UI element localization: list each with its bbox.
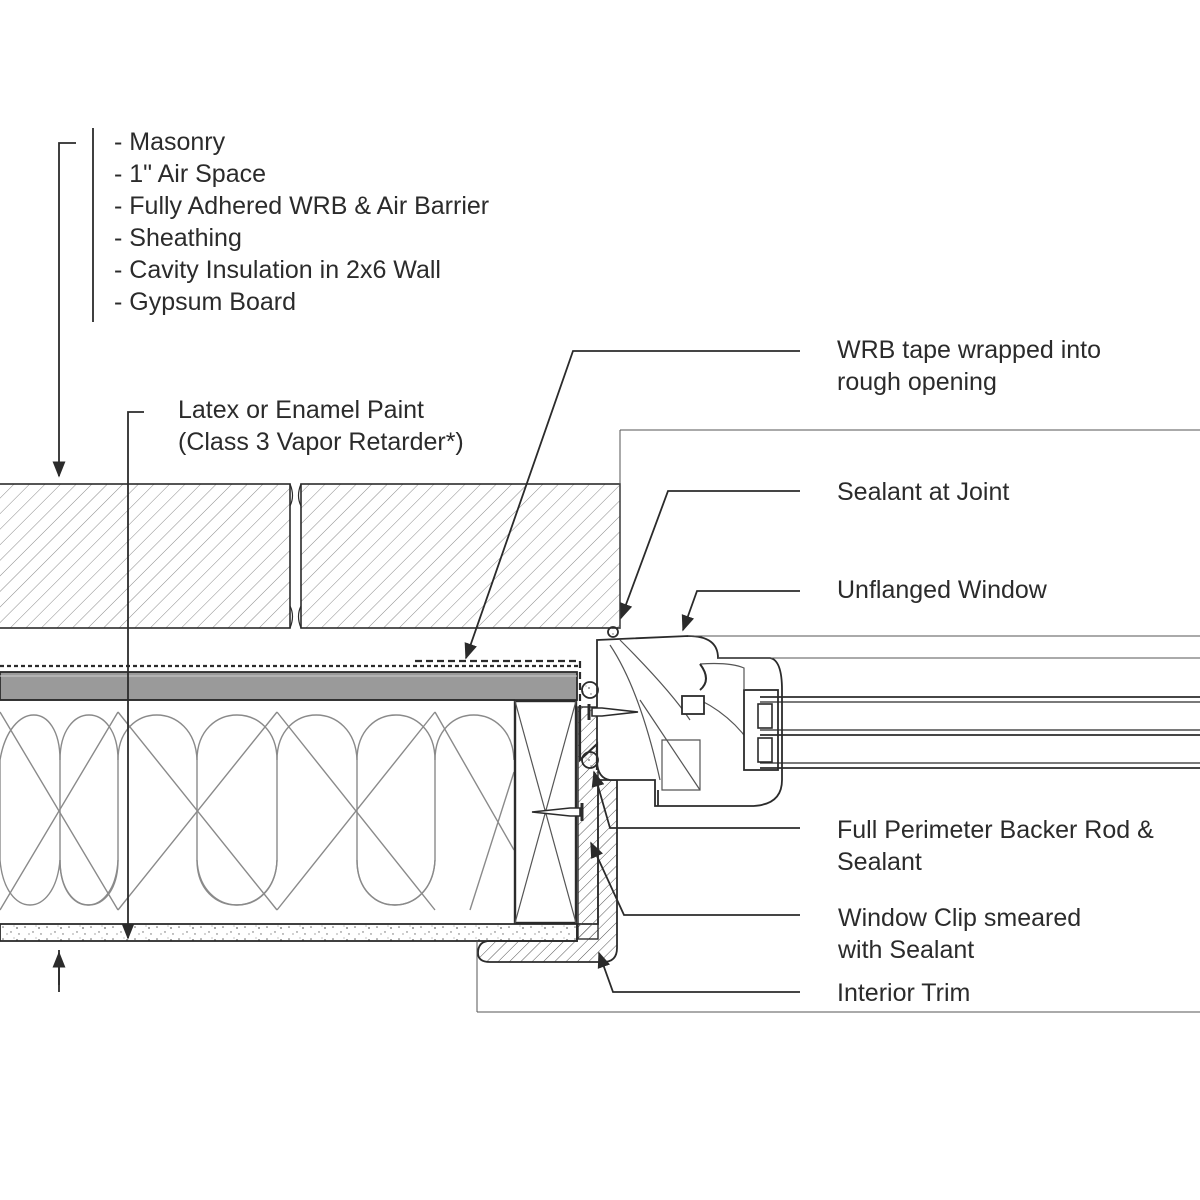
callout-interior-trim-line-1: Interior Trim bbox=[837, 979, 971, 1007]
paint-label: Latex or Enamel Paint (Class 3 Vapor Ret… bbox=[178, 394, 464, 458]
assembly-line-sheathing: - Sheathing bbox=[114, 224, 242, 252]
window-frame bbox=[596, 635, 783, 807]
sheathing bbox=[0, 671, 578, 701]
callout-window-clip-line-2: with Sealant bbox=[838, 936, 975, 964]
assembly-leaders bbox=[52, 128, 144, 992]
cavity-insulation bbox=[0, 699, 515, 911]
assembly-line-masonry: - Masonry bbox=[114, 128, 226, 156]
callout-interior-trim: Interior Trim bbox=[837, 977, 970, 1009]
gypsum-board bbox=[0, 923, 578, 942]
paint-label-line-1: Latex or Enamel Paint bbox=[178, 396, 424, 424]
callout-window-clip-line-1: Window Clip smeared bbox=[838, 904, 1082, 932]
callout-window-clip: Window Clip smeared with Sealant bbox=[838, 902, 1081, 966]
callout-backer-rod: Full Perimeter Backer Rod & Sealant bbox=[837, 814, 1154, 878]
callout-sealant-at-joint: Sealant at Joint bbox=[837, 476, 1009, 508]
callout-unflanged-window: Unflanged Window bbox=[837, 574, 1047, 606]
assembly-line-air-space: - 1" Air Space bbox=[114, 160, 267, 188]
wall-assembly-label: - Masonry - 1" Air Space - Fully Adhered… bbox=[114, 126, 489, 318]
assembly-line-wrb: - Fully Adhered WRB & Air Barrier bbox=[114, 192, 490, 220]
assembly-line-gypsum: - Gypsum Board bbox=[114, 288, 297, 316]
callout-backer-rod-line-2: Sealant bbox=[837, 848, 922, 876]
fasteners bbox=[531, 704, 639, 821]
callout-sealant-at-joint-line-1: Sealant at Joint bbox=[837, 478, 1010, 506]
callout-wrb-tape: WRB tape wrapped into rough opening bbox=[837, 334, 1101, 398]
callout-wrb-tape-line-2: rough opening bbox=[837, 368, 997, 396]
wrb-air-barrier bbox=[0, 659, 582, 706]
backer-rods bbox=[581, 626, 619, 769]
callout-wrb-tape-line-1: WRB tape wrapped into bbox=[837, 336, 1102, 364]
paint-label-line-2: (Class 3 Vapor Retarder*) bbox=[178, 428, 464, 456]
callout-unflanged-window-line-1: Unflanged Window bbox=[837, 576, 1047, 604]
masonry-veneer bbox=[0, 483, 621, 629]
window-clip bbox=[578, 706, 599, 770]
window-extent-lines bbox=[476, 429, 1200, 1013]
callout-leaders bbox=[464, 350, 800, 993]
assembly-line-insulation: - Cavity Insulation in 2x6 Wall bbox=[114, 256, 441, 284]
glazing-unit bbox=[757, 696, 1200, 769]
callout-backer-rod-line-1: Full Perimeter Backer Rod & bbox=[837, 816, 1154, 844]
